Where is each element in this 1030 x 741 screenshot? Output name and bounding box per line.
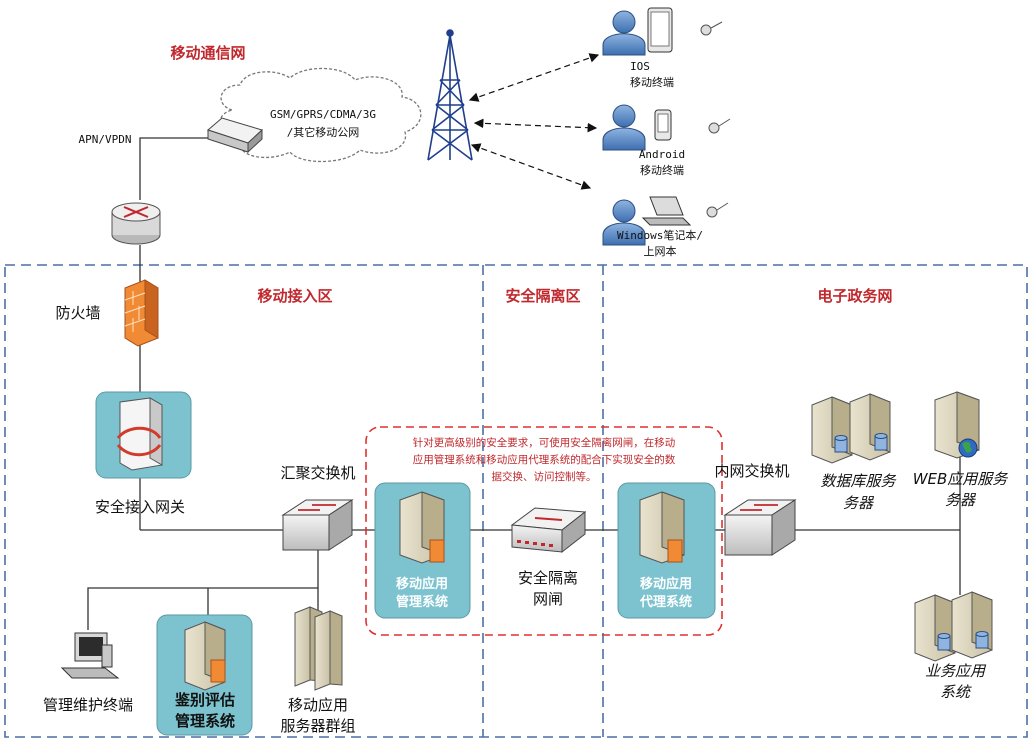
user-icon — [602, 10, 646, 56]
db-label-2: 务器 — [843, 494, 875, 512]
android-label-2: 移动终端 — [640, 163, 684, 177]
cloud-label-2: /其它移动公网 — [287, 125, 360, 139]
web-label-1: WEB应用服务 — [913, 470, 1010, 488]
mobile-network-title: 移动通信网 — [170, 44, 245, 62]
db-server-icon — [811, 393, 891, 464]
modem-icon — [206, 117, 263, 154]
app-proxy-icon — [617, 482, 716, 619]
cell-tower-icon — [427, 29, 473, 161]
ios-label-1: IOS — [630, 60, 650, 73]
key-icon — [700, 21, 723, 36]
router-icon — [111, 202, 161, 245]
agg-switch-icon — [281, 499, 354, 551]
isolation-gate-icon — [510, 507, 587, 554]
mgmt-terminal-label: 管理维护终端 — [43, 696, 133, 714]
user-icon — [602, 199, 646, 246]
windows-label-1: Windows笔记本/ — [617, 228, 703, 242]
android-label-1: Android — [639, 148, 685, 161]
key-icon — [708, 118, 731, 134]
zone-label-access: 移动接入区 — [257, 287, 332, 305]
isolation-gate-label-1: 安全隔离 — [518, 569, 578, 587]
firewall-icon — [124, 279, 159, 347]
auth-system-icon — [156, 614, 253, 736]
app-proxy-label-2: 代理系统 — [639, 594, 692, 610]
wireless-links — [468, 53, 600, 190]
windows-label-2: 上网本 — [644, 244, 677, 258]
apn-label: APN/VPDN — [79, 133, 132, 146]
server-group-label-2: 服务器群组 — [280, 717, 355, 735]
biz-label-1: 业务应用 — [925, 662, 987, 680]
server-group-label-1: 移动应用 — [288, 696, 348, 714]
auth-label-1: 鉴别评估 — [174, 691, 235, 709]
user-icon — [602, 104, 646, 151]
server-group-icon — [294, 606, 343, 691]
database-icon — [937, 631, 989, 651]
app-mgmt-label-2: 管理系统 — [396, 594, 448, 610]
isolation-note-line-1: 针对更高级别的安全要求，可使用安全隔离网闸，在移动 — [413, 436, 676, 449]
android-device — [602, 104, 731, 151]
agg-switch-label: 汇聚交换机 — [280, 464, 355, 482]
globe-icon — [958, 438, 978, 458]
gateway-label: 安全接入网关 — [95, 498, 185, 516]
app-mgmt-icon — [374, 482, 471, 619]
biz-label-2: 系统 — [940, 683, 972, 701]
db-label-1: 数据库服务 — [820, 472, 897, 490]
database-icon — [834, 433, 888, 453]
ios-device — [602, 7, 723, 56]
key-icon — [706, 202, 729, 218]
inner-switch-icon — [723, 499, 797, 556]
gateway-icon — [95, 391, 192, 479]
connection-lines — [87, 137, 961, 630]
isolation-note-line-2: 应用管理系统和移动应用代理系统的配合下实现安全的数 — [413, 453, 676, 466]
biz-server-icon — [914, 591, 993, 662]
ios-label-2: 移动终端 — [630, 75, 674, 89]
web-label-2: 务器 — [945, 491, 977, 509]
zone-label-isolation: 安全隔离区 — [505, 287, 580, 305]
firewall-label: 防火墙 — [55, 304, 100, 322]
app-mgmt-label-1: 移动应用 — [396, 576, 448, 592]
cloud-icon — [218, 67, 422, 163]
app-proxy-label-1: 移动应用 — [640, 576, 692, 592]
isolation-note-line-3: 据交换、访问控制等。 — [492, 470, 597, 483]
cloud-label-1: GSM/GPRS/CDMA/3G — [270, 108, 376, 121]
web-server-icon — [934, 391, 980, 459]
isolation-note-box — [365, 426, 723, 636]
laptop-icon — [641, 196, 692, 226]
mgmt-terminal-icon — [60, 632, 120, 679]
inner-switch-label: 内网交换机 — [714, 462, 789, 480]
auth-label-2: 管理系统 — [175, 712, 235, 730]
zone-label-egov: 电子政务网 — [817, 287, 892, 305]
isolation-gate-label-2: 网闸 — [533, 590, 563, 608]
zone-frames — [4, 264, 1028, 738]
windows-device — [602, 196, 729, 246]
